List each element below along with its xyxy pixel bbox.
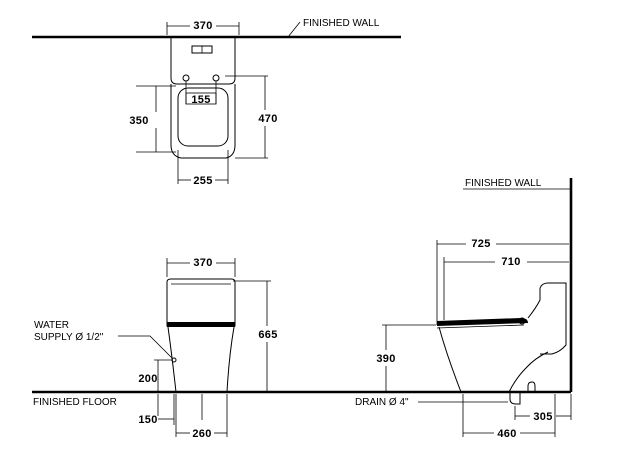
dim-side-total: 725 (471, 238, 490, 250)
dim-total-depth: 470 (258, 113, 277, 125)
dim-rough-in: 305 (533, 411, 552, 423)
side-view: FINISHED WALL 725 710 390 DRAIN Ø 4" (355, 178, 573, 440)
drain-fitting-icon (509, 392, 521, 405)
finished-wall-leader-top (287, 21, 301, 38)
dim-side-seat: 710 (501, 256, 520, 268)
inlet-hole-right-icon (212, 74, 220, 82)
drain-label: DRAIN Ø 4" (355, 397, 409, 408)
dim-seat-depth: 350 (129, 115, 148, 127)
dim-supply-offset: 150 (138, 414, 157, 426)
top-view: FINISHED WALL 370 155 350 (32, 18, 401, 187)
seat-hinge-icon (518, 317, 526, 325)
finished-wall-label-side: FINISHED WALL (465, 178, 542, 189)
water-supply-leader (118, 335, 173, 359)
dim-front-base: 260 (192, 428, 211, 440)
dim-seat-height: 390 (376, 353, 395, 365)
finished-floor-label: FINISHED FLOOR (33, 397, 117, 408)
dim-side-base: 460 (497, 428, 516, 440)
tank-front-curve (527, 288, 541, 319)
tank-plan-outline (170, 37, 236, 85)
supply-stub-icon (527, 381, 536, 392)
dim-base-width-top: 255 (193, 175, 212, 187)
dim-inlet-spacing: 155 (191, 94, 210, 106)
front-view: 370 665 WATER SUPPLY Ø 1/2" 200 150 260 (34, 257, 277, 440)
dim-supply-height: 200 (138, 373, 157, 385)
seat-front-band (167, 322, 235, 327)
seat-side (437, 318, 528, 326)
tank-front-outline (166, 278, 236, 327)
bowl-front-outline (167, 326, 235, 393)
bowl-plan-outer (170, 84, 236, 159)
tank-side-outline (539, 282, 567, 355)
seat-plan-inner (177, 87, 229, 147)
dim-front-height: 665 (258, 329, 277, 341)
dim-top-width: 370 (193, 20, 212, 32)
seat-rim-line (436, 324, 525, 329)
dim-box (185, 92, 217, 105)
bowl-side-outline (438, 326, 549, 393)
finished-wall-label-top: FINISHED WALL (303, 18, 380, 29)
dim-front-width: 370 (193, 257, 212, 269)
inlet-hole-left-icon (182, 74, 190, 82)
water-supply-label-1: WATER (34, 320, 69, 331)
water-supply-label-2: SUPPLY Ø 1/2" (34, 332, 104, 343)
